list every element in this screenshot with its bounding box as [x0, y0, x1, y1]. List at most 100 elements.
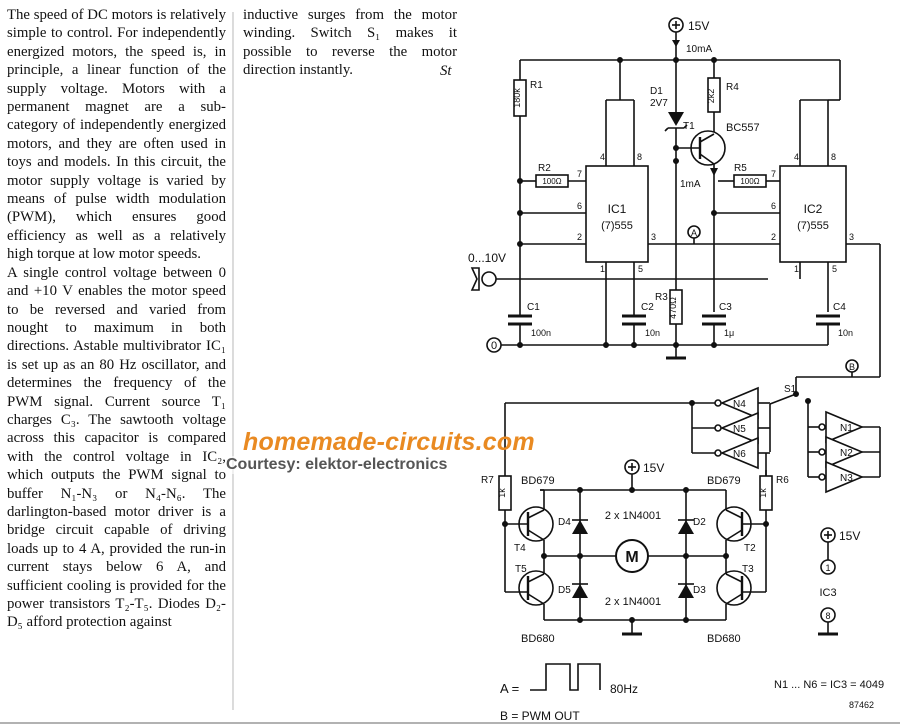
t5-label: T5 [515, 564, 527, 575]
ic2-pin7: 7 [771, 169, 776, 179]
input-terminal[interactable] [470, 267, 497, 291]
d3-label: D3 [693, 585, 706, 596]
node-a-label: A [691, 228, 697, 238]
diode-d4 [572, 520, 588, 534]
t1-label: T1 [683, 121, 695, 132]
diode-d3 [678, 584, 694, 598]
gate-n6-label: N6 [733, 449, 746, 460]
ic3-pin8-label: 8 [825, 611, 830, 621]
ic3-pin1-marker [820, 559, 836, 575]
d1-value: 2V7 [650, 98, 668, 109]
t4-type: BD679 [521, 475, 555, 487]
d2-label: D2 [693, 517, 706, 528]
ic1-pin8: 8 [637, 152, 642, 162]
c1-label: C1 [527, 302, 540, 313]
diodes-top-label: 2 x 1N4001 [605, 510, 661, 522]
ic1-pin6: 6 [577, 201, 582, 211]
ic3-pin1-label: 1 [825, 563, 830, 573]
ic2-pin5: 5 [832, 264, 837, 274]
t3-label: T3 [742, 564, 754, 575]
ic1-pin3: 3 [651, 232, 656, 242]
gate-n1-label: N1 [840, 423, 853, 434]
ic2-label: IC2 [804, 202, 823, 216]
ic2-555 [779, 165, 847, 263]
article-column-1: The speed of DC motors is relatively sim… [7, 6, 226, 632]
ic1-555 [585, 165, 649, 263]
t5-type: BD680 [521, 633, 555, 645]
supply-terminal-bridge [624, 459, 640, 475]
figure-code: 87462 [849, 700, 874, 710]
r7-value: 1k [497, 488, 507, 498]
ic1-pin5: 5 [638, 264, 643, 274]
r4-value: 2k2 [706, 89, 716, 104]
ic2-pin1: 1 [794, 264, 799, 274]
c1-value: 100n [531, 328, 551, 338]
c3-label: C3 [719, 302, 732, 313]
d5-label: D5 [558, 585, 571, 596]
watermark-courtesy: Courtesy: elektor-electronics [226, 456, 448, 474]
c2-value: 10n [645, 328, 660, 338]
ic1-pin2: 2 [577, 232, 582, 242]
ic2-pin6: 6 [771, 201, 776, 211]
c4-value: 10n [838, 328, 853, 338]
article-paragraph-1: The speed of DC motors is relatively sim… [7, 7, 226, 263]
r3-label: R3 [655, 292, 668, 303]
d1-label: D1 [650, 86, 663, 97]
supply-terminal-ic3 [820, 527, 836, 543]
ic1-pin7: 7 [577, 169, 582, 179]
legend-a-frequency: 80Hz [610, 682, 638, 696]
r7-label: R7 [481, 475, 494, 486]
diodes-bottom-label: 2 x 1N4001 [605, 596, 661, 608]
ic2-pin4: 4 [794, 152, 799, 162]
r2-label: R2 [538, 163, 551, 174]
diode-d2 [678, 520, 694, 534]
author-signature: St [440, 63, 452, 79]
article-column-2: inductive surges from the motor winding.… [243, 7, 457, 79]
gate-n2-label: N2 [840, 448, 853, 459]
node-b-label: B [849, 362, 855, 372]
watermark-site: homemade-circuits.com [243, 428, 535, 456]
t2-type: BD679 [707, 475, 741, 487]
t4-label: T4 [514, 543, 526, 554]
d4-label: D4 [558, 517, 571, 528]
buffer-group-n1-n3 [818, 410, 865, 494]
t2-label: T2 [744, 543, 756, 554]
ic1-type: (7)555 [601, 220, 633, 232]
supply-top-label: 15V [688, 19, 709, 33]
r5-value: 100Ω [740, 177, 759, 186]
c2-label: C2 [641, 302, 654, 313]
motor-label: M [625, 549, 638, 566]
r6-label: R6 [776, 475, 789, 486]
current-1ma-label: 1mA [680, 179, 701, 190]
diode-d5 [572, 584, 588, 598]
ic1-label: IC1 [608, 202, 627, 216]
c4-label: C4 [833, 302, 846, 313]
current-10ma-label: 10mA [686, 44, 712, 55]
r2-value: 100Ω [542, 177, 561, 186]
gate-n4-label: N4 [733, 399, 746, 410]
supply-terminal-top [668, 17, 684, 33]
ic1-pin1: 1 [600, 264, 605, 274]
ic1-pin4: 4 [600, 152, 605, 162]
c3-value: 1μ [724, 328, 734, 338]
supply-bridge-label: 15V [643, 461, 664, 475]
motor [615, 539, 649, 573]
switch-s1[interactable] [769, 393, 797, 405]
t3-type: BD680 [707, 633, 741, 645]
square-wave-icon [530, 663, 601, 691]
ic2-pin3: 3 [849, 232, 854, 242]
r5-label: R5 [734, 163, 747, 174]
legend-b-label: B = PWM OUT [500, 709, 580, 723]
gate-n3-label: N3 [840, 473, 853, 484]
ic2-type: (7)555 [797, 220, 829, 232]
ic3-supply-label: 15V [839, 529, 860, 543]
r4-label: R4 [726, 82, 739, 93]
ic2-pin8: 8 [831, 152, 836, 162]
ic2-pin2: 2 [771, 232, 776, 242]
legend-ic-label: N1 ... N6 = IC3 = 4049 [774, 679, 884, 691]
legend-a-label: A = [500, 681, 519, 696]
r1-value: 180k [512, 88, 522, 108]
r1-label: R1 [530, 80, 543, 91]
ic3-label: IC3 [819, 587, 836, 599]
